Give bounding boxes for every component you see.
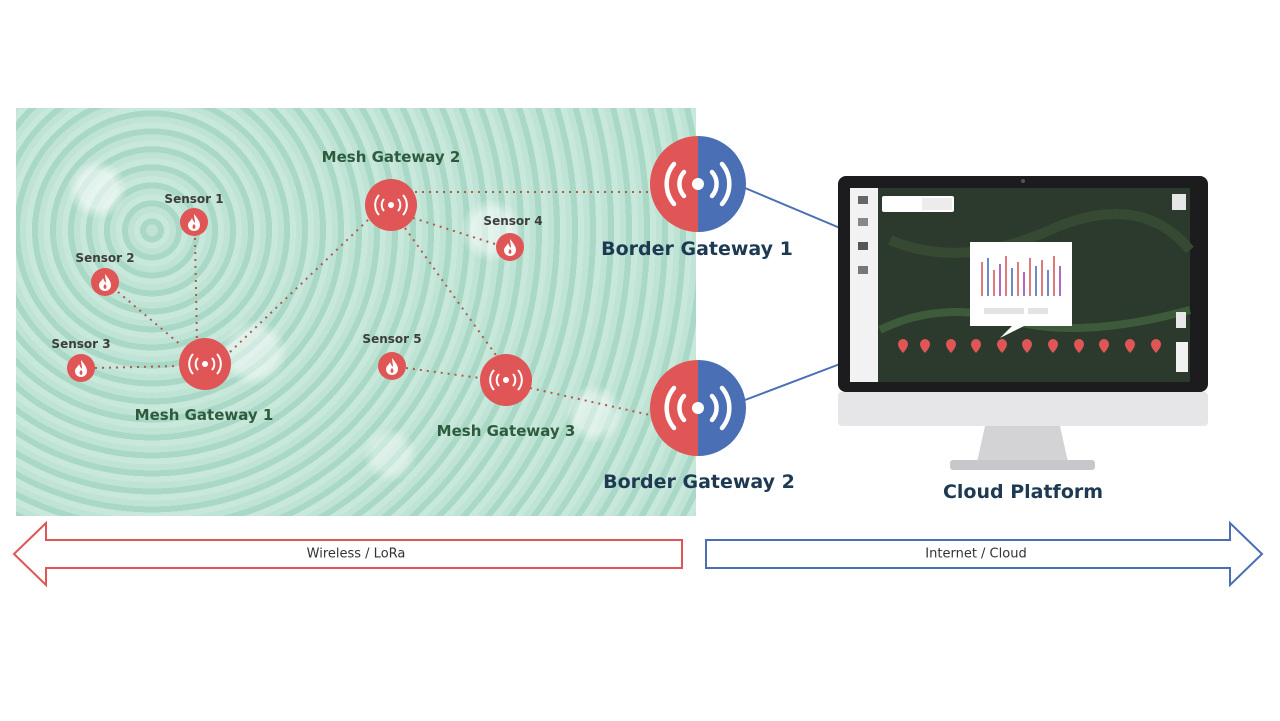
wireless-arrow <box>12 520 683 588</box>
sensor-2-label: Sensor 2 <box>75 251 135 265</box>
mesh-gateway-3-label: Mesh Gateway 3 <box>436 422 576 440</box>
border-gateway-1-node <box>650 136 746 232</box>
link-border2-cloud <box>744 363 841 401</box>
cloud-platform-label: Cloud Platform <box>942 481 1104 503</box>
mesh-gateway-1-label: Mesh Gateway 1 <box>134 406 274 424</box>
border-gateway-2-label: Border Gateway 2 <box>603 471 795 493</box>
sensor-5-node <box>378 352 406 380</box>
sensor-1-label: Sensor 1 <box>164 192 224 206</box>
wireless-arrow-label: Wireless / LoRa <box>306 546 406 562</box>
sensor-3-node <box>67 354 95 382</box>
sensor-2-node <box>91 268 119 296</box>
internet-arrow-label: Internet / Cloud <box>925 546 1027 562</box>
sensor-3-label: Sensor 3 <box>51 337 111 351</box>
mesh-gateway-2-node <box>365 179 417 231</box>
mesh-links <box>94 191 651 416</box>
sensor-4-label: Sensor 4 <box>483 214 543 228</box>
mesh-gateway-3-node <box>480 354 532 406</box>
border-gateway-2-node <box>650 360 746 456</box>
sensor-1-node <box>180 208 208 236</box>
monitor-icon <box>838 176 1208 470</box>
mesh-gateway-2-label: Mesh Gateway 2 <box>321 148 461 166</box>
sensor-4-node <box>496 233 524 261</box>
border-gateway-1-label: Border Gateway 1 <box>601 238 793 260</box>
internet-arrow <box>705 520 1264 588</box>
mesh-gateway-1-node <box>179 338 231 390</box>
link-border1-cloud <box>744 187 841 229</box>
sensor-5-label: Sensor 5 <box>362 332 422 346</box>
forest-background <box>16 108 696 516</box>
